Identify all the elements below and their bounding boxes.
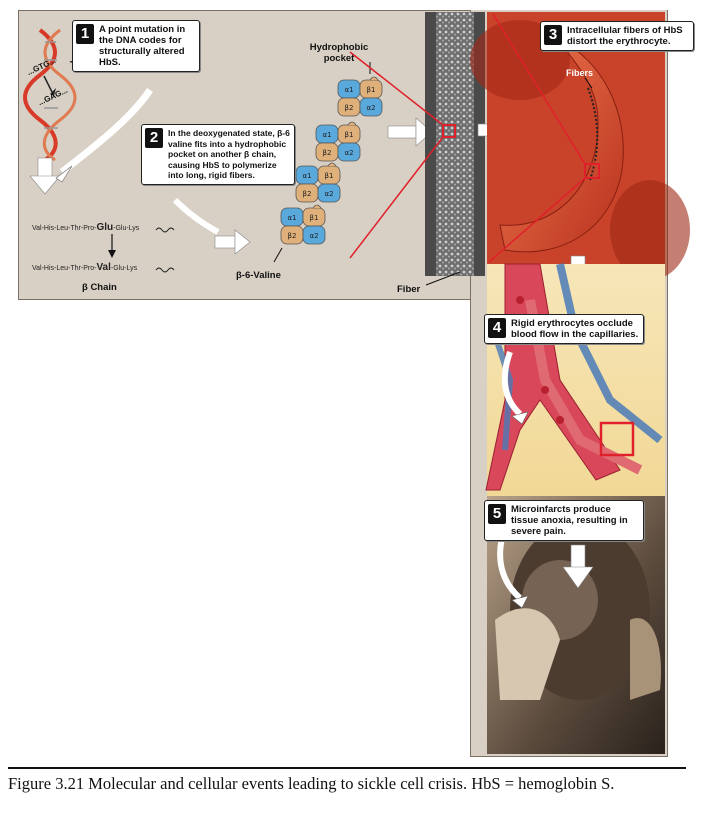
beta1-subunit-label: β1 <box>345 131 354 139</box>
beta-chain-label: β Chain <box>82 282 117 293</box>
step-4-number: 4 <box>488 318 506 338</box>
step-2-number: 2 <box>145 128 163 148</box>
sickle-sequence: Val-His-Leu-Thr-Pro-Val-Glu-Lys <box>32 262 137 273</box>
alpha2-subunit-label: α2 <box>324 190 333 198</box>
hbs-tetramer: α1 β1 β2 α2 <box>295 162 341 203</box>
alpha2-subunit <box>317 183 341 203</box>
down-arrow-photo <box>562 544 594 589</box>
hbs-tetramer: α1 β1 β2 α2 <box>337 76 383 117</box>
beta2-subunit-label: β2 <box>345 104 354 112</box>
fiber-label: Fiber <box>397 284 421 295</box>
beta2-subunit-label: β2 <box>303 190 312 198</box>
beta6-valine-label: β-6-Valine <box>236 270 281 281</box>
caption-rule <box>8 767 686 769</box>
step-2-text: In the deoxygenated state, β-6 valine fi… <box>168 128 290 180</box>
curved-arrow-4 <box>501 350 523 417</box>
dna-helix-icon <box>23 28 77 162</box>
valine-bump <box>312 204 322 209</box>
beta1-subunit-label: β1 <box>367 86 376 94</box>
alpha1-subunit-label: α1 <box>322 131 331 139</box>
step-3-number: 3 <box>544 25 562 45</box>
alpha2-subunit <box>337 142 361 162</box>
normal-glu: Glu <box>96 222 114 233</box>
beta1-subunit-label: β1 <box>325 172 334 180</box>
beta2-subunit-label: β2 <box>288 232 297 240</box>
beta2-subunit-label: β2 <box>323 149 332 157</box>
hbs-polymer: α1 β1 β2 α2 α1 β1 β2 α2 α1 β1 β2 α2 α1 β1 β2 α2 <box>280 76 383 245</box>
sickle-cell-image <box>470 12 690 280</box>
curved-arrow-2 <box>172 197 220 235</box>
hbs-tetramer: α1 β1 β2 α2 <box>315 121 361 162</box>
alpha1-subunit-label: α1 <box>344 86 353 94</box>
illustration: α1 β1 β2 α2 α1 β1 β2 α2 α1 β1 β2 α2 α1 β1 β2 α2 <box>23 12 690 754</box>
alpha1-subunit-label: α1 <box>287 214 296 222</box>
valine-bump <box>327 162 337 167</box>
alpha2-subunit-label: α2 <box>344 149 353 157</box>
fibers-label: Fibers <box>566 68 594 78</box>
alpha2-subunit-label: α2 <box>366 104 375 112</box>
alpha2-subunit <box>359 97 383 117</box>
right-arrow-fiber <box>387 117 433 147</box>
normal-sequence-prefix: Val-His-Leu-Thr-Pro- <box>32 225 97 232</box>
valine-bump <box>369 76 379 81</box>
right-arrow-valine <box>214 229 251 255</box>
valine-bump <box>347 121 357 126</box>
beta1-subunit-label: β1 <box>310 214 319 222</box>
normal-sequence: Val-His-Leu-Thr-Pro-Glu-Glu-Lys <box>32 222 139 233</box>
step-5-number: 5 <box>488 504 506 524</box>
sickle-val: Val <box>96 262 111 273</box>
alpha2-subunit <box>302 225 326 245</box>
alpha1-subunit-label: α1 <box>302 172 311 180</box>
step-1-number: 1 <box>76 24 94 44</box>
step-5-callout: 5 Microinfarcts produce tissue anoxia, r… <box>484 500 644 541</box>
step-1-callout: 1 A point mutation in the DNA codes for … <box>72 20 200 72</box>
down-arrow-1 <box>29 157 61 195</box>
curved-arrow-5 <box>497 537 523 601</box>
alpha2-subunit-label: α2 <box>309 232 318 240</box>
step-4-text: Rigid erythrocytes occlude blood flow in… <box>511 318 639 340</box>
step-5-text: Microinfarcts produce tissue anoxia, res… <box>511 504 628 537</box>
step-1-text: A point mutation in the DNA codes for st… <box>99 24 186 68</box>
hbs-tetramer: α1 β1 β2 α2 <box>280 204 326 245</box>
step-4-callout: 4 Rigid erythrocytes occlude blood flow … <box>484 314 644 344</box>
step-3-text: Intracellular fibers of HbS distort the … <box>567 25 683 47</box>
sickle-sequence-suffix: -Glu-Lys <box>110 265 138 272</box>
hydrophobic-pocket-label: Hydrophobic pocket <box>309 42 369 64</box>
step-2-callout: 2 In the deoxygenated state, β-6 valine … <box>141 124 295 185</box>
capillary-image <box>485 263 665 496</box>
curved-arrow-1 <box>59 88 153 175</box>
normal-sequence-suffix: -Glu-Lys <box>113 225 140 232</box>
step-3-callout: 3 Intracellular fibers of HbS distort th… <box>540 21 694 51</box>
sickle-sequence-prefix: Val-His-Leu-Thr-Pro- <box>32 265 97 272</box>
figure-caption: Figure 3.21 Molecular and cellular event… <box>8 774 615 793</box>
codon-arrow <box>43 75 53 93</box>
